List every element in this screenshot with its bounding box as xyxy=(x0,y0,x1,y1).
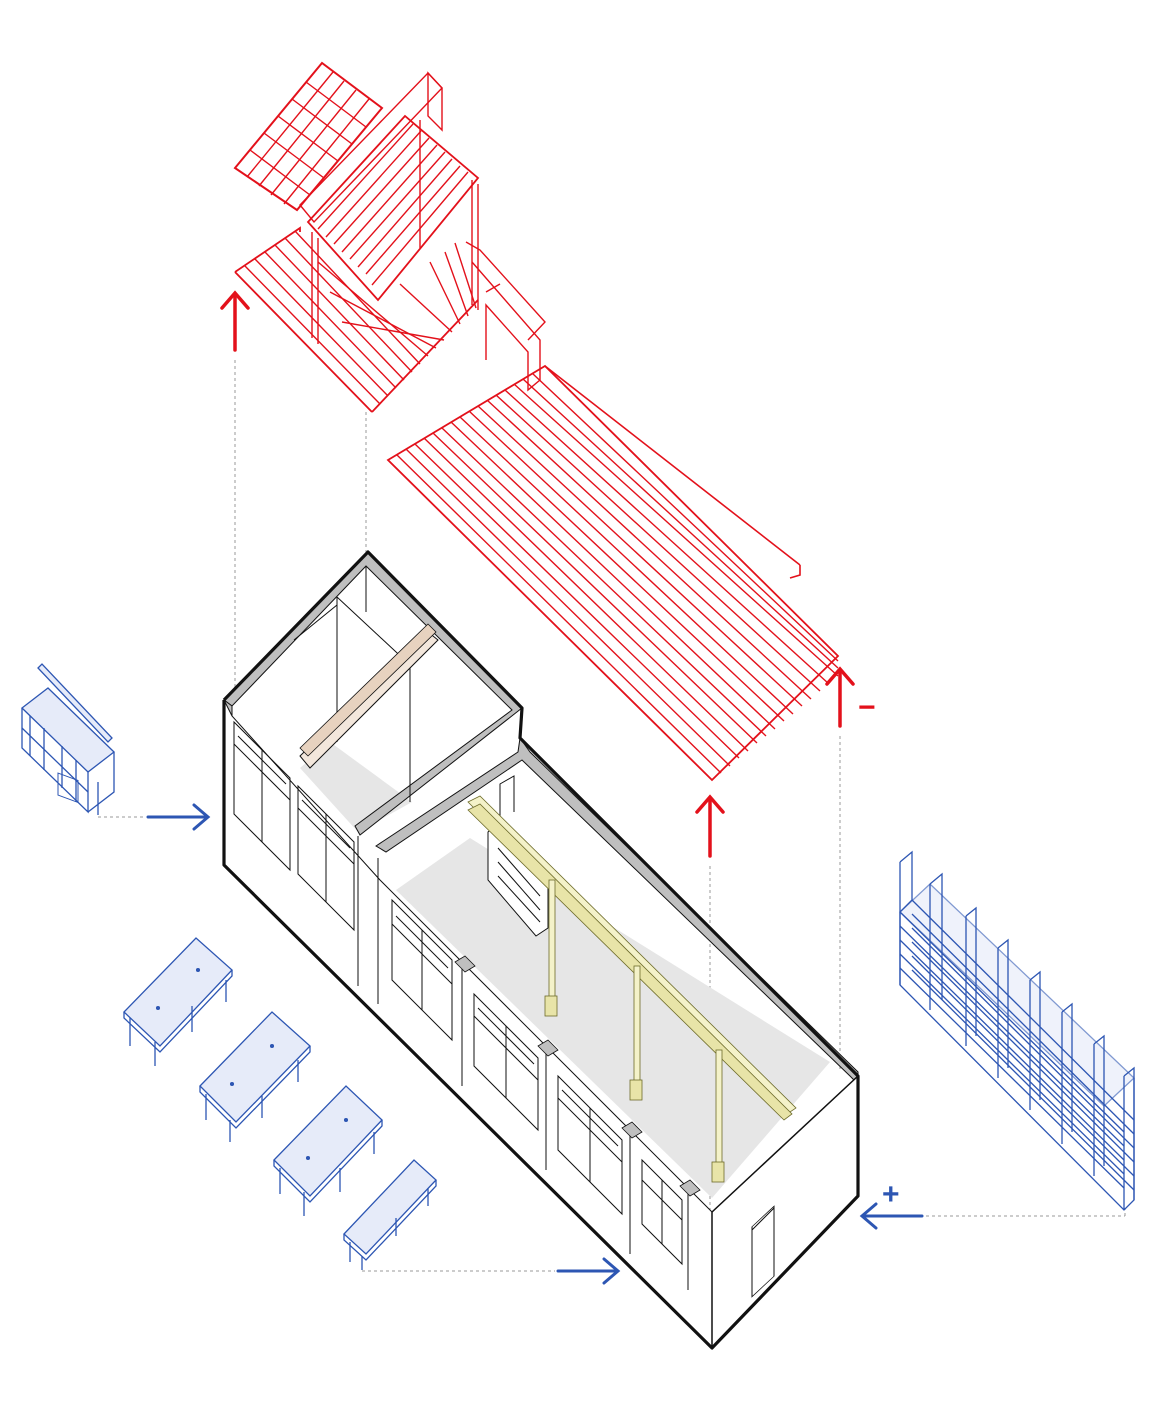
facade-windows xyxy=(233,720,683,1266)
roof-grid-panel xyxy=(233,61,384,212)
removal-arrows xyxy=(220,290,855,858)
column-2 xyxy=(633,965,641,1083)
window-1 xyxy=(233,720,291,872)
sill-caps xyxy=(454,955,701,1197)
arrow-up-icon xyxy=(695,794,725,858)
kitchen-unit xyxy=(21,663,115,815)
added-elements xyxy=(21,663,1135,1270)
shelving-unit xyxy=(899,850,1135,1211)
removed-elements xyxy=(233,61,840,782)
arrow-up-icon xyxy=(825,666,855,728)
column-3 xyxy=(715,1049,723,1165)
window-3 xyxy=(391,898,453,1042)
bench xyxy=(343,1159,437,1270)
structure xyxy=(467,795,797,1183)
window-5 xyxy=(557,1074,623,1216)
window-2 xyxy=(297,784,355,932)
facade-piers xyxy=(357,836,689,1290)
minus-sign: − xyxy=(858,691,876,724)
long-deck xyxy=(386,364,840,782)
plus-sign: + xyxy=(882,1178,900,1211)
door-outline xyxy=(751,1206,775,1285)
window-6 xyxy=(641,1158,683,1266)
table-1 xyxy=(123,937,233,1066)
building xyxy=(222,550,860,1350)
slatted-cabinet xyxy=(299,71,480,344)
addition-arrows xyxy=(146,803,924,1285)
loft-deck xyxy=(234,226,546,413)
window-4 xyxy=(473,992,539,1132)
arrow-right-icon xyxy=(556,1257,621,1285)
arrow-left-icon xyxy=(859,1202,924,1230)
rear-beam xyxy=(299,631,439,769)
arrow-right-icon xyxy=(146,803,211,831)
column-1 xyxy=(548,879,556,1001)
table-2 xyxy=(199,1011,311,1142)
rear-beam-top xyxy=(299,623,437,757)
table-3 xyxy=(273,1085,383,1216)
arrow-up-icon xyxy=(220,290,250,352)
